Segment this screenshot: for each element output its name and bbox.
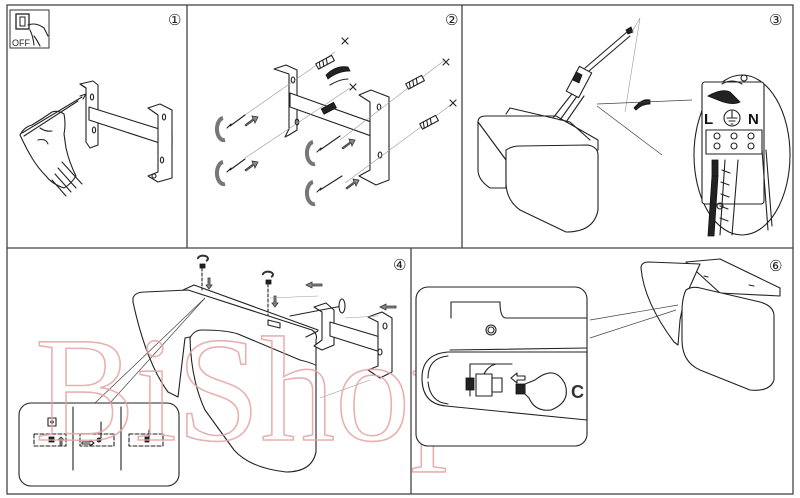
off-label: OFF (12, 38, 30, 48)
panel-step-3: ③ L (478, 11, 790, 236)
panel-step-4: ④ (19, 256, 485, 486)
drill-mark-icon (350, 84, 356, 90)
bulb-socket-detail: C (416, 287, 587, 446)
step-number: ② (445, 11, 458, 29)
wall-plug-icon (406, 75, 425, 89)
hand-marking-icon (20, 94, 86, 196)
lamp-body (478, 108, 598, 232)
step-number: ④ (393, 256, 406, 274)
cable-clip-icon (326, 67, 350, 79)
clip-c-icon: C (571, 382, 584, 402)
panel-step-6: ⑥ (416, 257, 782, 446)
step-number: ⑥ (769, 257, 782, 275)
screwdriver-rotate-icon (217, 115, 258, 140)
power-cable (553, 18, 650, 122)
wall-bracket (274, 65, 389, 185)
screwdriver-rotate-icon (307, 136, 355, 164)
direction-arrow-icon (306, 282, 322, 288)
cable-clip-icon (634, 100, 650, 110)
drill-mark-icon (450, 100, 456, 106)
panel-step-2: ② (217, 11, 459, 204)
step-number: ① (168, 11, 181, 29)
screwdriver-rotate-icon (217, 159, 258, 184)
terminal-block-detail: L N (694, 75, 790, 236)
neutral-terminal-label: N (748, 111, 759, 128)
drill-mark-icon (443, 59, 449, 65)
drill-mark-icon (342, 38, 348, 44)
screw-rotate-icon (198, 256, 212, 290)
wall-plug-icon (420, 115, 439, 129)
lamp-body (641, 259, 780, 390)
wall-plug-icon (316, 55, 335, 69)
earth-ground-icon (724, 110, 740, 126)
screw-group (217, 115, 359, 204)
panel-step-1: ① OFF (10, 10, 181, 196)
live-terminal-label: L (704, 111, 713, 128)
power-switch-off-icon: OFF (10, 10, 49, 48)
step-number: ③ (769, 11, 782, 29)
screwdriver-rotate-icon (307, 176, 359, 204)
wall-bracket (80, 81, 172, 182)
